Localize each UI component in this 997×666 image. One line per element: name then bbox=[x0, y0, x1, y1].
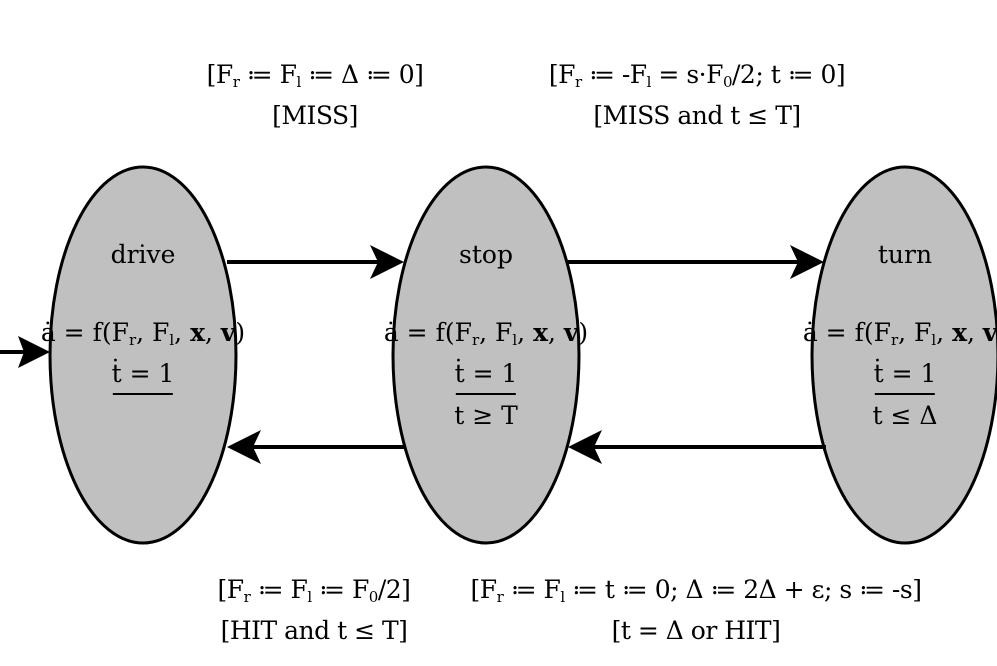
state-stop-content: stop ȧ = f(Fr, Fl, x, v) ṫ = 1 t ≥ T bbox=[384, 238, 588, 433]
clock-equation: ṫ = 1 bbox=[873, 358, 937, 388]
state-name: drive bbox=[110, 240, 176, 269]
state-turn-content: turn ȧ = f(Fr, Fl, x, v) ṫ = 1 t ≤ Δ bbox=[803, 238, 997, 433]
guard-stop-to-drive: [HIT and t ≤ T] bbox=[220, 615, 408, 645]
state-name: turn bbox=[877, 240, 933, 269]
clock-equation: ṫ = 1 bbox=[111, 358, 175, 388]
guard-turn-to-stop: [t = Δ or HIT] bbox=[611, 615, 781, 645]
flow-equation: ȧ = f(Fr, Fl, x, v) bbox=[802, 318, 997, 349]
arrowhead-stop-to-drive bbox=[227, 430, 261, 464]
reset-stop-to-drive: [Fr ≔ Fl ≔ F0/2] bbox=[217, 575, 411, 606]
state-stop bbox=[391, 165, 581, 545]
arrowhead-turn-to-stop bbox=[568, 430, 602, 464]
invariant: t ≥ T bbox=[454, 400, 518, 430]
reset-drive-to-stop: [Fr ≔ Fl ≔ Δ ≔ 0] bbox=[206, 60, 424, 91]
arrowhead-drive-to-stop bbox=[370, 245, 404, 279]
state-drive bbox=[48, 165, 238, 545]
label-stop-to-drive: [Fr ≔ Fl ≔ F0/2] [HIT and t ≤ T] bbox=[218, 573, 411, 648]
initial-arrowhead bbox=[18, 336, 50, 368]
state-name: stop bbox=[459, 240, 513, 269]
label-drive-to-stop: [Fr ≔ Fl ≔ Δ ≔ 0] [MISS] bbox=[207, 58, 424, 133]
guard-drive-to-stop: [MISS] bbox=[272, 100, 358, 130]
reset-turn-to-stop: [Fr ≔ Fl ≔ t ≔ 0; Δ ≔ 2Δ + ε; s ≔ -s] bbox=[470, 575, 922, 606]
state-drive-content: drive ȧ = f(Fr, Fl, x, v) ṫ = 1 bbox=[41, 238, 245, 399]
label-turn-to-stop: [Fr ≔ Fl ≔ t ≔ 0; Δ ≔ 2Δ + ε; s ≔ -s] [t… bbox=[471, 573, 922, 648]
clock-equation: ṫ = 1 bbox=[454, 358, 518, 388]
arrowhead-stop-to-turn bbox=[790, 245, 824, 279]
state-turn bbox=[810, 165, 997, 545]
invariant: t ≤ Δ bbox=[872, 400, 938, 430]
invariant-divider bbox=[113, 392, 173, 395]
label-stop-to-turn: [Fr ≔ -Fl = s·F0/2; t ≔ 0] [MISS and t ≤… bbox=[548, 58, 846, 133]
invariant-divider bbox=[456, 392, 516, 395]
guard-stop-to-turn: [MISS and t ≤ T] bbox=[593, 100, 801, 130]
invariant-divider bbox=[875, 392, 935, 395]
flow-equation: ȧ = f(Fr, Fl, x, v) bbox=[383, 318, 589, 349]
flow-equation: ȧ = f(Fr, Fl, x, v) bbox=[40, 318, 246, 349]
reset-stop-to-turn: [Fr ≔ -Fl = s·F0/2; t ≔ 0] bbox=[548, 60, 846, 91]
